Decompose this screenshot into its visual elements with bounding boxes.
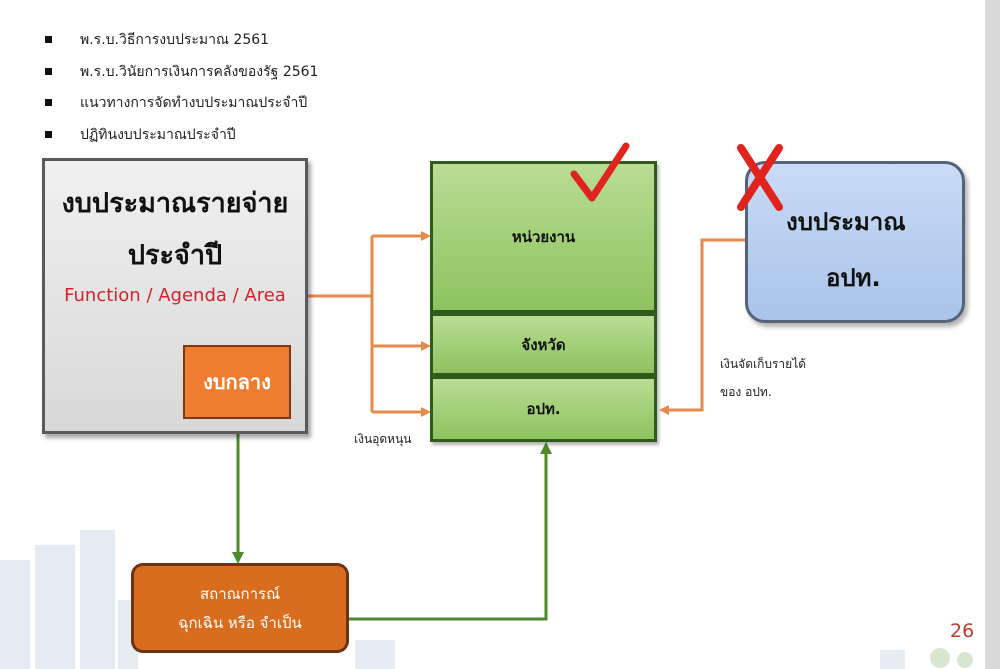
central-fund-box: งบกลาง <box>183 345 291 419</box>
emergency-line1: สถาณการณ์ <box>199 585 281 603</box>
reference-list: พ.ร.บ.วิธีการงบประมาณ 2561 พ.ร.บ.วินัยกา… <box>45 30 318 156</box>
province-box: จังหวัด <box>430 313 657 376</box>
bullet-square-icon <box>45 99 52 106</box>
local-gov-label: อปท. <box>526 400 561 418</box>
emergency-line2: ฉุกเฉิน หรือ จำเป็น <box>178 614 302 632</box>
agency-box: หน่วยงาน <box>430 161 657 313</box>
local-budget-box: งบประมาณ อปท. <box>745 161 965 323</box>
bullet-square-icon <box>45 67 52 75</box>
reference-item: ปฏิทินงบประมาณประจำปี <box>45 125 318 157</box>
bullet-square-icon <box>45 36 52 43</box>
annual-budget-title-line1: งบประมาณรายจ่าย <box>61 188 289 219</box>
emergency-box: สถาณการณ์ ฉุกเฉิน หรือ จำเป็น <box>131 563 349 653</box>
local-budget-line2: อปท. <box>826 264 881 292</box>
slide-frame-right <box>985 0 1000 669</box>
agency-label: หน่วยงาน <box>511 228 576 246</box>
central-fund-label: งบกลาง <box>203 370 271 394</box>
local-budget-line1: งบประมาณ <box>786 208 906 236</box>
bullet-square-icon <box>45 130 52 138</box>
reference-item: แนวทางการจัดทำงบประมาณประจำปี <box>45 93 318 125</box>
arrow-emergency-to-local <box>349 442 552 621</box>
local-gov-box: อปท. <box>430 376 657 442</box>
annual-budget-subtitle: Function / Agenda / Area <box>64 285 286 306</box>
revenue-note-line1: เงินจัดเก็บรายได้ <box>720 357 807 371</box>
province-label: จังหวัด <box>521 335 566 354</box>
revenue-note-line2: ของ อปท. <box>720 385 772 399</box>
reference-item: พ.ร.บ.วินัยการเงินการคลังของรัฐ 2561 <box>45 62 318 94</box>
reference-item: พ.ร.บ.วิธีการงบประมาณ 2561 <box>45 30 318 62</box>
annual-budget-title-line2: ประจำปี <box>127 240 223 271</box>
page-number: 26 <box>950 620 975 642</box>
subsidy-note: เงินอุดหนุน <box>354 432 412 446</box>
